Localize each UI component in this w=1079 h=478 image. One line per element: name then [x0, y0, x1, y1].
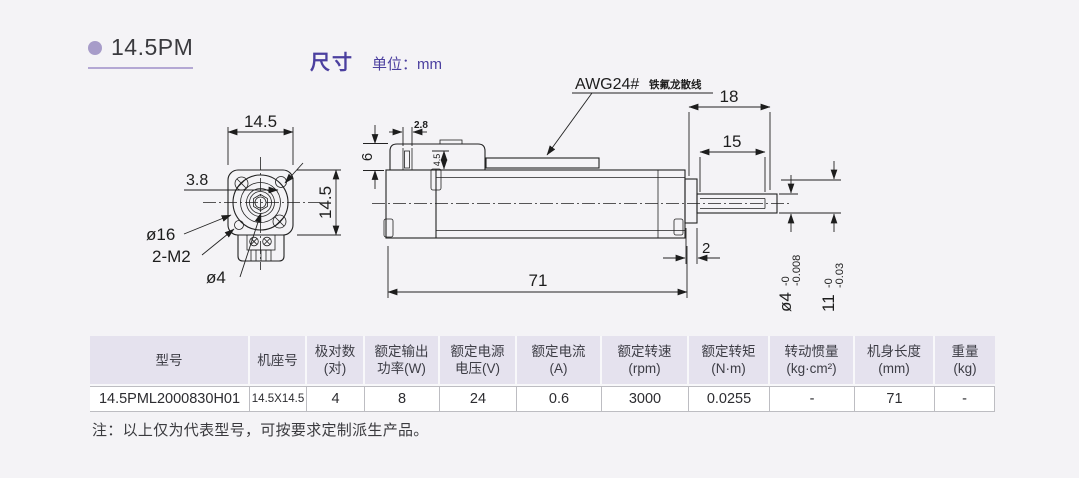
- cell-power: 8: [365, 386, 440, 412]
- front-view: 14.5 14.5 3.8 ø16 2-M2 ø4: [146, 112, 341, 287]
- dim-shaft-total: 18: [720, 87, 739, 106]
- column-header-inertia: 转动惯量 (kg·cm²): [770, 336, 855, 386]
- pilot-nominal: 11: [819, 294, 838, 312]
- wire-gauge-label: AWG24#: [575, 76, 639, 93]
- header-line: (N·m): [711, 361, 746, 376]
- dimension-section-header: 尺寸 单位：mm: [310, 46, 442, 75]
- cell-current: 0.6: [517, 386, 602, 412]
- column-header-speed: 额定转速 (rpm): [602, 336, 689, 386]
- side-view: AWG24# 铁氟龙散线 6 2.8 4.5 18: [359, 76, 846, 312]
- footnote: 注：以上仅为代表型号，可按要求定制派生产品。: [92, 422, 429, 439]
- series-title: 14.5PM: [111, 34, 194, 60]
- cell-model: 14.5PML2000830H01: [90, 386, 250, 412]
- dim-slot-width: 2.8: [414, 120, 428, 131]
- header-line: (kg): [953, 361, 977, 376]
- header-line: 额定转矩: [701, 344, 756, 359]
- header-line: 转动惯量: [784, 344, 839, 359]
- header-line: 额定电流: [531, 344, 586, 359]
- unit-label: 单位：mm: [372, 56, 442, 73]
- dim-front-height: 14.5: [316, 186, 335, 219]
- cell-weight: -: [935, 386, 995, 412]
- dim-body-length: 71: [529, 271, 548, 290]
- column-header-length: 机身长度 (mm): [855, 336, 935, 386]
- cell-torque: 0.0255: [689, 386, 770, 412]
- column-header-power: 额定输出功率(W): [365, 336, 440, 386]
- header-line: 型号: [155, 352, 183, 368]
- cell-inertia: -: [770, 386, 855, 412]
- header-line: 额定转速: [617, 344, 672, 359]
- shaft-dia-upper: -0: [780, 276, 792, 286]
- spec-table: 型号 机座号 极对数 (对) 额定输出功率(W) 额定电源电压(V) 额定电流 (A…: [90, 336, 995, 412]
- column-header-torque: 额定转矩 (N·m): [689, 336, 770, 386]
- cell-length: 71: [855, 386, 935, 412]
- dim-front-width: 14.5: [244, 112, 277, 131]
- dim-housing-height: 6: [359, 153, 376, 161]
- header-line: 机座号: [257, 352, 298, 368]
- dim-step: 2: [702, 240, 710, 257]
- label-mounting-screws: 2-M2: [152, 247, 191, 266]
- dim-front-offset: 3.8: [186, 172, 208, 189]
- cell-poles: 4: [307, 386, 365, 412]
- label-boss-dia: ø16: [146, 225, 175, 244]
- header-line: 额定电源: [450, 344, 505, 359]
- cell-voltage: 24: [440, 386, 517, 412]
- header-line: (对): [323, 361, 347, 376]
- header-line: 额定输出: [374, 344, 429, 359]
- section-title: 尺寸: [310, 52, 354, 74]
- column-header-current: 额定电流 (A): [517, 336, 602, 386]
- shaft-dia-tolerance: ø4 -0 -0.008: [776, 255, 803, 312]
- header-line: 电压(V): [455, 361, 500, 376]
- header-line: (kg·cm²): [786, 361, 837, 376]
- header-line: 功率(W): [377, 361, 426, 376]
- dim-shaft-flat: 15: [723, 132, 742, 151]
- header-line: (rpm): [628, 361, 661, 376]
- header-line: 重量: [951, 344, 979, 359]
- label-shaft-hole: ø4: [206, 268, 226, 287]
- wire-material-label: 铁氟龙散线: [649, 78, 702, 91]
- pilot-tolerance: 11 -0 -0.03: [819, 263, 846, 312]
- column-header-poles: 极对数 (对): [307, 336, 365, 386]
- pilot-upper: -0: [823, 278, 835, 288]
- shaft-dia-lower: -0.008: [791, 255, 803, 286]
- header-line: (mm): [878, 361, 910, 376]
- cell-speed: 3000: [602, 386, 689, 412]
- series-header: 14.5PM: [88, 34, 194, 69]
- series-bullet-icon: [88, 40, 102, 55]
- column-header-voltage: 额定电源电压(V): [440, 336, 517, 386]
- column-header-frame: 机座号: [250, 336, 307, 386]
- pilot-lower: -0.03: [834, 263, 846, 288]
- column-header-weight: 重量 (kg): [935, 336, 995, 386]
- column-header-model: 型号: [90, 336, 250, 386]
- technical-drawing: 14.5 14.5 3.8 ø16 2-M2 ø4: [146, 76, 846, 312]
- header-line: 极对数: [314, 344, 356, 359]
- shaft-dia-nominal: ø4: [776, 292, 795, 312]
- dim-slot-depth: 4.5: [432, 154, 442, 167]
- header-line: 机身长度: [867, 344, 921, 359]
- cell-frame: 14.5X14.5: [250, 386, 307, 412]
- header-line: (A): [549, 361, 568, 376]
